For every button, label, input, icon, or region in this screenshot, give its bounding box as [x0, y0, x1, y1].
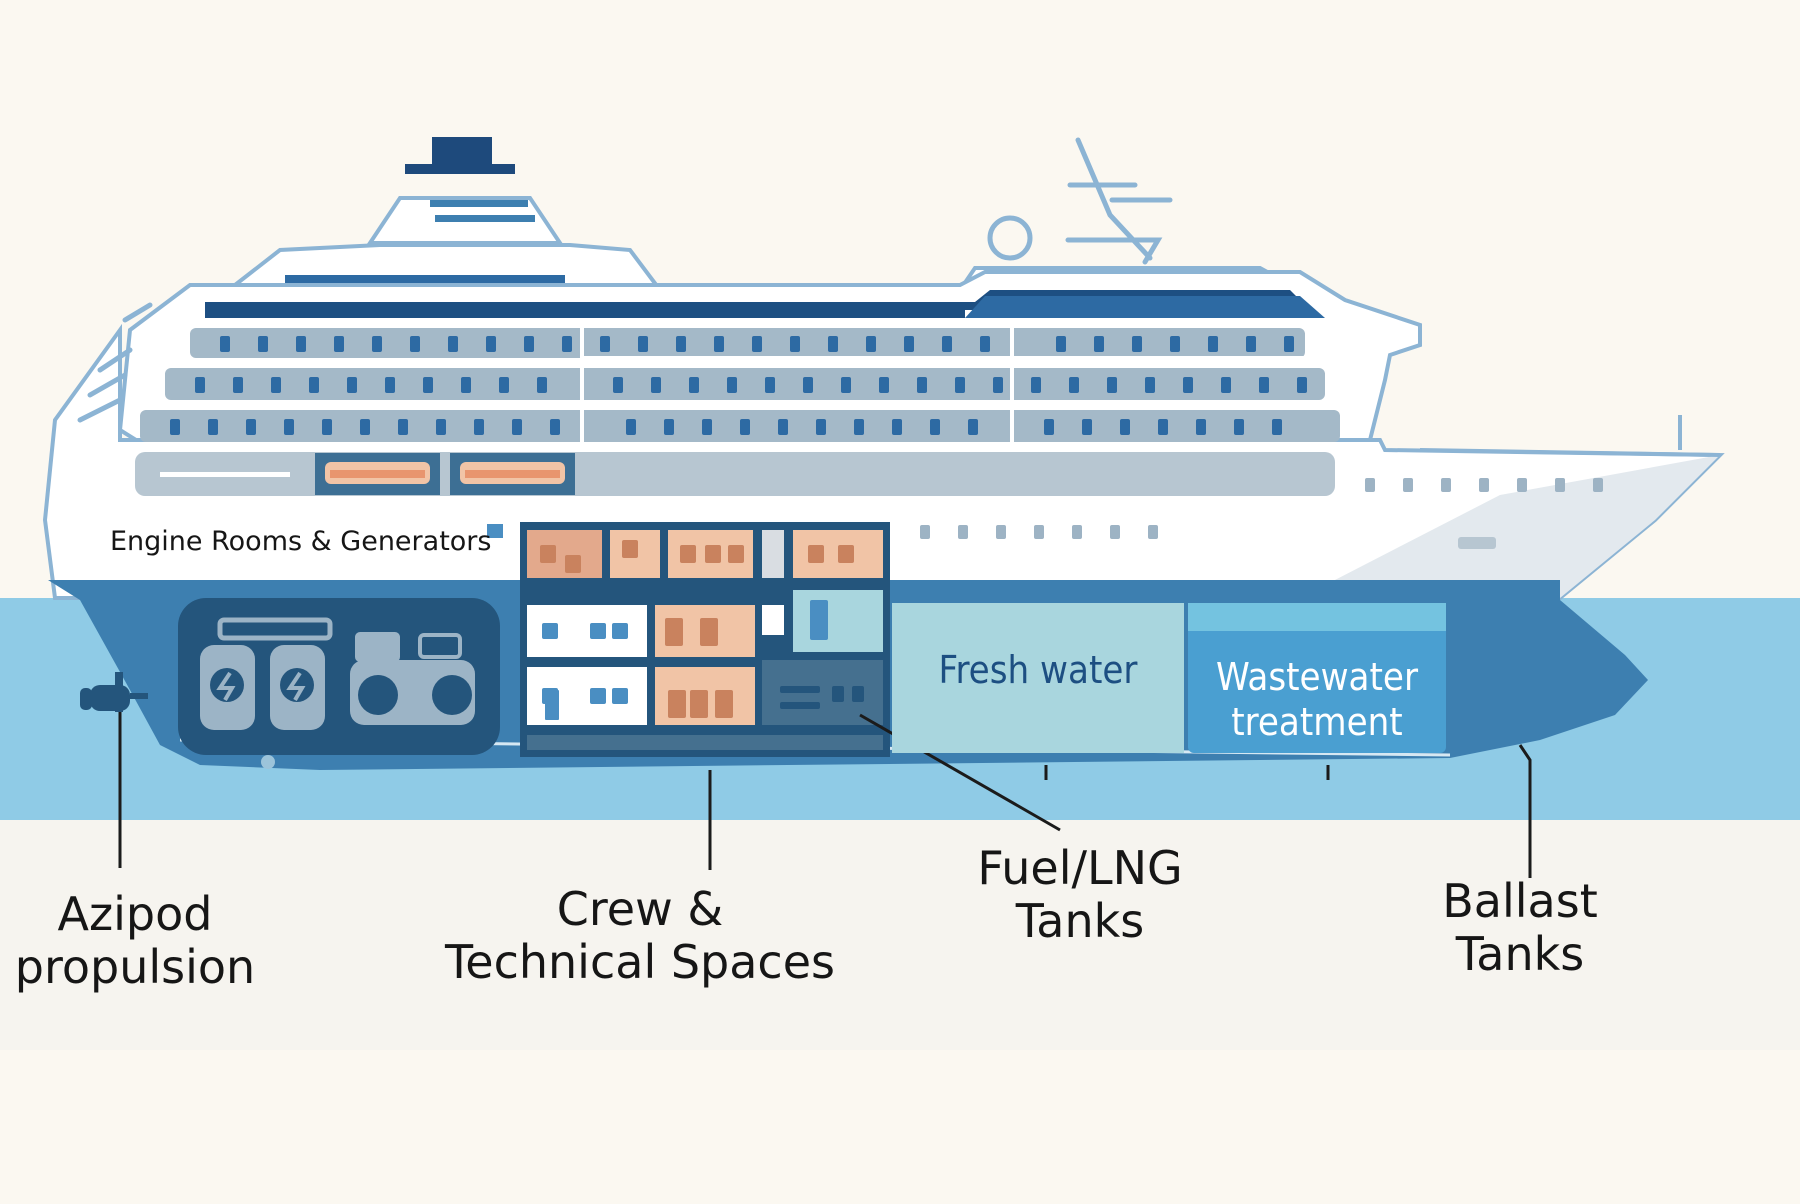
ballast-label-line1: Ballast: [1442, 874, 1598, 928]
stern-decks: [77, 302, 153, 423]
azipod-propulsion-label: Azipod propulsion: [0, 888, 270, 994]
wastewater-tank-label-2: treatment: [1231, 700, 1402, 744]
cabin-windows: [170, 336, 1603, 492]
crew-technical-spaces-label: Crew & Technical Spaces: [430, 883, 850, 989]
fuel-lng-tanks-label: Fuel/LNG Tanks: [930, 842, 1230, 948]
engine-marker: [487, 524, 503, 538]
fuel-label-line1: Fuel/LNG: [977, 841, 1183, 895]
ballast-tanks-label: Ballast Tanks: [1400, 875, 1640, 981]
fuel-label-line2: Tanks: [1015, 893, 1145, 948]
azipod: [80, 672, 148, 868]
fresh-water-tank: [892, 603, 1184, 753]
anchor-hawse: [1458, 537, 1496, 549]
ballast-label-line2: Tanks: [1455, 926, 1585, 981]
crew-label-line2: Technical Spaces: [445, 934, 835, 989]
engine-rooms-label-text: Engine Rooms & Generators: [110, 526, 492, 557]
azipod-label-line1: Azipod: [57, 887, 213, 941]
lifeboats: [160, 453, 575, 495]
engine-rooms-label: Engine Rooms & Generators: [110, 528, 491, 555]
engine-room: [178, 598, 500, 769]
wastewater-tank-label-1: Wastewater: [1216, 655, 1419, 699]
funnel: [366, 137, 564, 245]
mast: [987, 137, 1173, 265]
seabed-fade: [0, 820, 1800, 1050]
crew-room-details: [540, 540, 864, 720]
fresh-water-tank-label: Fresh water: [939, 648, 1139, 692]
azipod-label-line2: propulsion: [14, 939, 256, 994]
crew-label-line1: Crew &: [556, 882, 724, 936]
hull-portholes: [920, 525, 1158, 539]
wastewater-tank: [1188, 603, 1446, 753]
